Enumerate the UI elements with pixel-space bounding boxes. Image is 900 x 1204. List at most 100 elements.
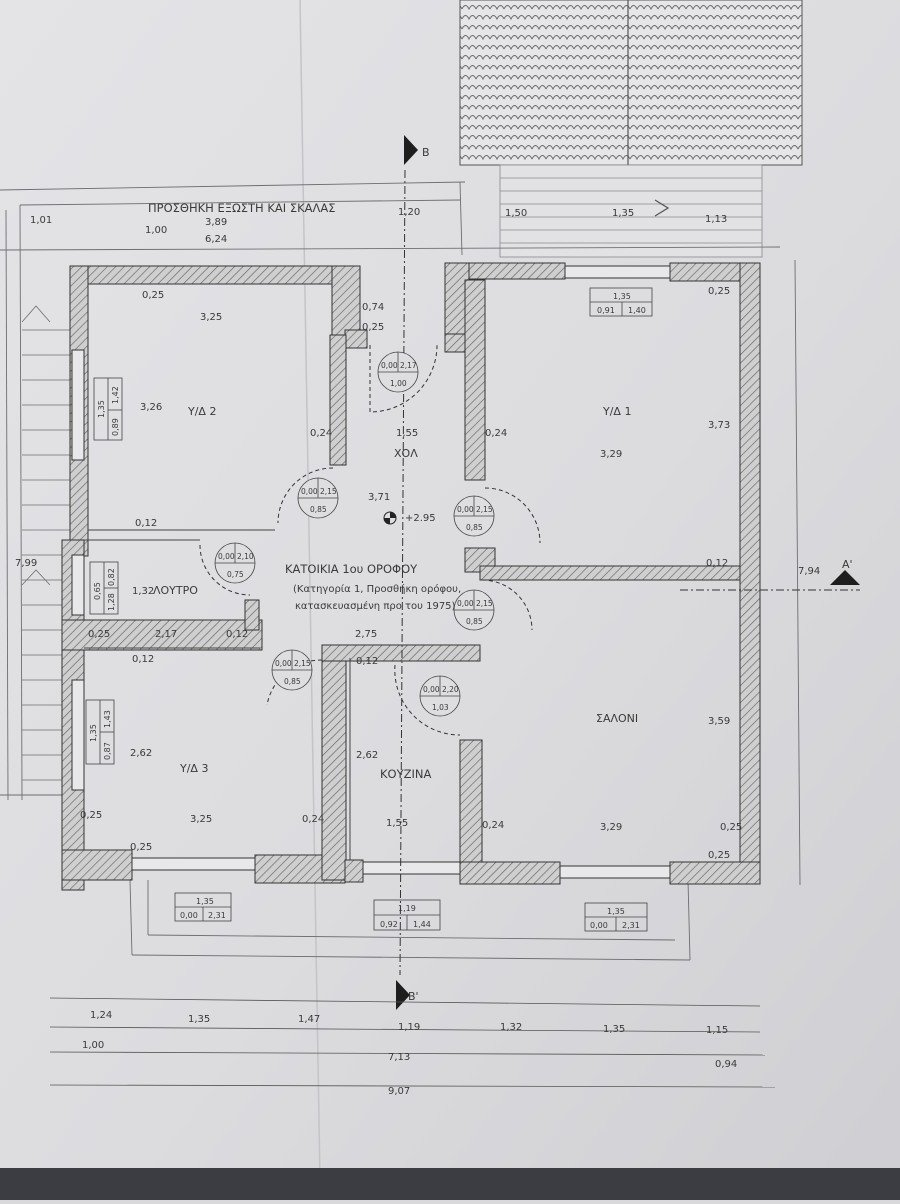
window-tag-text: 1,40 xyxy=(628,306,646,315)
door-tag-text: 2,15 xyxy=(294,659,311,668)
header-label: ΠΡΟΣΘΗΚΗ ΕΞΩΣΤΗ ΚΑΙ ΣΚΑΛΑΣ xyxy=(148,201,336,215)
dim: 7,13 xyxy=(388,1052,410,1063)
dim: 3,25 xyxy=(190,814,212,825)
dim: 0,12 xyxy=(706,558,728,569)
window-tag-text: 2,31 xyxy=(622,921,640,930)
paper-fold xyxy=(299,0,321,1181)
dim: 0,24 xyxy=(302,814,324,825)
section-a-prime-label: A' xyxy=(842,558,853,571)
window-tag-text: 0,65 xyxy=(93,582,102,600)
dim: 9,07 xyxy=(388,1086,410,1097)
dim: 7,94 xyxy=(798,566,820,577)
dim: 0,25 xyxy=(80,810,102,821)
dim: 1,47 xyxy=(298,1014,320,1025)
section-b-label: B xyxy=(422,146,430,159)
door-tag-text: 0,00 xyxy=(218,552,235,561)
dim: 0,24 xyxy=(485,428,507,439)
door-tag-text: 2,20 xyxy=(442,685,459,694)
dim: 1,35 xyxy=(603,1024,625,1035)
window-tag-text: 1,35 xyxy=(89,724,98,742)
level-symbol xyxy=(383,511,397,525)
door-tags xyxy=(214,351,495,717)
door-tag-text: 0,00 xyxy=(457,505,474,514)
dim: 1,55 xyxy=(386,818,408,829)
level-mark: +2.95 xyxy=(405,513,436,524)
dim: 0,12 xyxy=(356,656,378,667)
dim: 1,32 xyxy=(500,1022,522,1033)
dim: 1,15 xyxy=(706,1025,728,1036)
dim: 0,12 xyxy=(226,629,248,640)
dim: 3,89 xyxy=(205,217,227,228)
dim: 1,13 xyxy=(705,214,727,225)
drawing-subtitle-2: κατασκευασμένη προ του 1975) xyxy=(295,600,456,612)
dim: 1,55 xyxy=(396,428,418,439)
dim: 1,20 xyxy=(398,207,420,218)
room-bath: ΛΟΥΤΡΟ xyxy=(153,584,198,597)
dim: 2,62 xyxy=(356,750,378,761)
dim: 2,17 xyxy=(155,629,177,640)
window-tag-text: 2,31 xyxy=(208,911,226,920)
dim: 1,50 xyxy=(505,208,527,219)
door-tag-text: 2,10 xyxy=(237,552,254,561)
section-b-prime-label: B' xyxy=(408,990,419,1003)
windows xyxy=(71,265,671,879)
dim: 0,25 xyxy=(362,322,384,333)
window-tag-text: 0,92 xyxy=(380,920,398,929)
room-yd2: Υ/Δ 2 xyxy=(187,405,216,418)
dim: 1,01 xyxy=(30,215,52,226)
drawing-subtitle-1: (Κατηγορία 1, Προσθήκη ορόφου, xyxy=(293,583,461,595)
dim: 1,19 xyxy=(398,1022,420,1033)
dim: 0,12 xyxy=(132,654,154,665)
dim: 1,35 xyxy=(612,208,634,219)
balcony-strip xyxy=(499,164,763,258)
door-tag-text: 2,15 xyxy=(476,599,493,608)
door-tag-text: 2,15 xyxy=(320,487,337,496)
dim: 0,25 xyxy=(708,286,730,297)
door-tag-text: 2,15 xyxy=(476,505,493,514)
dim: 3,71 xyxy=(368,492,390,503)
dim: 0,12 xyxy=(135,518,157,529)
partitions xyxy=(84,529,351,860)
room-living: ΣΑΛΟΝΙ xyxy=(596,712,638,725)
roof-tiles xyxy=(459,0,803,166)
dim: 0,25 xyxy=(708,850,730,861)
window-tag-text: 1,28 xyxy=(107,593,116,611)
window-tag-text: 0,82 xyxy=(107,568,116,586)
window-tag-text: 0,89 xyxy=(111,418,120,436)
door-tag-text: 0,00 xyxy=(275,659,292,668)
window-tag-text: 1,35 xyxy=(613,292,631,301)
dim: 1,00 xyxy=(145,225,167,236)
dim: 0,25 xyxy=(88,629,110,640)
section-b-prime-marker xyxy=(396,980,410,1010)
dim: 0,25 xyxy=(720,822,742,833)
dim: 0,74 xyxy=(362,302,384,313)
door-tag-text: 0,85 xyxy=(310,505,327,514)
window-tag-text: 0,00 xyxy=(180,911,198,920)
dim: 6,24 xyxy=(205,234,227,245)
window-tag-text: 1,35 xyxy=(97,400,106,418)
door-tag-text: 0,75 xyxy=(227,570,244,579)
guide-lines xyxy=(0,181,801,961)
door-tag-text: 1,03 xyxy=(432,703,449,712)
dim: 2,62 xyxy=(130,748,152,759)
window-tag-text: 1,35 xyxy=(196,897,214,906)
dim: 0,25 xyxy=(142,290,164,301)
section-b-marker xyxy=(404,135,418,165)
dim: 3,26 xyxy=(140,402,162,413)
dim: 3,25 xyxy=(200,312,222,323)
section-lines xyxy=(399,169,860,976)
door-tag-text: 0,85 xyxy=(284,677,301,686)
room-hall: ΧΟΛ xyxy=(394,447,418,460)
door-tag-text: 0,85 xyxy=(466,523,483,532)
window-tags xyxy=(85,287,653,932)
dim: 3,29 xyxy=(600,449,622,460)
room-yd3: Υ/Δ 3 xyxy=(179,762,208,775)
door-tag-text: 1,00 xyxy=(390,379,407,388)
window-tag-text: 0,91 xyxy=(597,306,615,315)
door-tag-text: 2,17 xyxy=(400,361,417,370)
stairs xyxy=(21,305,70,781)
section-a-prime-marker xyxy=(830,570,860,585)
